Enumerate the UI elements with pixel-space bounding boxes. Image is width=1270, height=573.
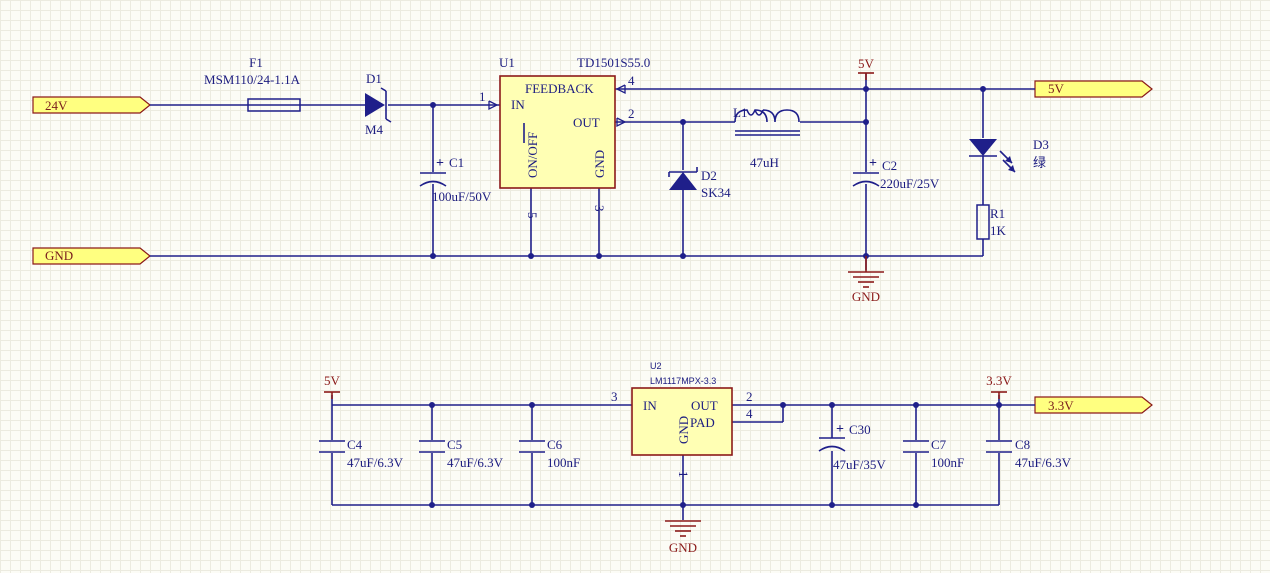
inductor-l1-value: 47uH (750, 155, 779, 170)
ic-u2-ref: U2 (650, 361, 662, 371)
power-5v-top-label: 5V (858, 56, 875, 71)
led-d3-value: 绿 (1033, 155, 1046, 170)
fuse-f1-value: MSM110/24-1.1A (204, 72, 301, 87)
capacitor-c30-ref: C30 (849, 422, 871, 437)
svg-text:+: + (436, 156, 444, 171)
capacitor-c5[interactable]: C5 47uF/6.3V (419, 437, 504, 470)
ic-u1-ref: U1 (499, 55, 515, 70)
power-gnd-bottom-label: GND (669, 540, 697, 555)
svg-text:+: + (869, 156, 877, 171)
resistor-r1-value: 1K (990, 223, 1007, 238)
junctions-top (430, 86, 986, 259)
power-5v-bottom-label: 5V (324, 373, 341, 388)
ic-u1-pin-onoff: ON/OFF (525, 132, 540, 178)
capacitor-c7-value: 100nF (931, 455, 964, 470)
capacitor-c6-value: 100nF (547, 455, 580, 470)
capacitor-c30[interactable]: + C30 47uF/35V (818, 422, 886, 472)
led-d3-ref: D3 (1033, 137, 1049, 152)
junctions-bottom (429, 402, 1002, 508)
capacitor-c8-value: 47uF/6.3V (1015, 455, 1072, 470)
ic-u1[interactable]: U1 TD1501S55.0 FEEDBACK IN OUT ON/OFF GN… (479, 55, 650, 219)
capacitor-c8-ref: C8 (1015, 437, 1030, 452)
ic-u2-pin-gnd: GND (676, 416, 691, 444)
capacitor-c1-ref: C1 (449, 155, 464, 170)
capacitor-c5-ref: C5 (447, 437, 462, 452)
ic-u1-pin4: 4 (628, 73, 635, 88)
ic-u2-pin-pad: PAD (690, 415, 715, 430)
power-gnd-top-label: GND (852, 289, 880, 304)
capacitor-c7-ref: C7 (931, 437, 947, 452)
ic-u2-part: LM1117MPX-3.3 (650, 376, 716, 386)
ic-u2-pin1: 1 (676, 471, 691, 478)
inductor-l1-ref: L1 (733, 105, 747, 120)
port-3v3-label: 3.3V (1048, 398, 1074, 413)
net-ports-top: 24V GND 5V 3.3V (32, 80, 1153, 414)
capacitor-c4[interactable]: C4 47uF/6.3V (319, 437, 404, 470)
ic-u1-pin-feedback: FEEDBACK (525, 81, 594, 96)
power-gnd-top: GND (848, 256, 884, 304)
resistor-r1[interactable]: R1 1K (976, 204, 1007, 240)
ic-u1-pin-out: OUT (573, 115, 600, 130)
diode-d2-ref: D2 (701, 168, 717, 183)
diode-d1-ref: D1 (366, 71, 382, 86)
resistor-r1-ref: R1 (990, 206, 1005, 221)
capacitor-c4-value: 47uF/6.3V (347, 455, 404, 470)
capacitor-c30-value: 47uF/35V (833, 457, 886, 472)
capacitor-c5-value: 47uF/6.3V (447, 455, 504, 470)
power-5v-top: 5V (858, 56, 875, 80)
port-3v3[interactable]: 3.3V (1034, 396, 1153, 414)
ic-u1-pin5: 5 (525, 212, 540, 219)
led-d3[interactable]: D3 绿 (969, 137, 1049, 173)
ic-u1-pin3: 3 (592, 205, 607, 212)
wires-bottom (331, 395, 1035, 520)
power-3v3-label: 3.3V (986, 373, 1012, 388)
capacitor-c2-value: 220uF/25V (880, 176, 940, 191)
port-gnd[interactable]: GND (32, 247, 151, 265)
port-gnd-label: GND (45, 248, 73, 263)
ic-u1-pin-gnd: GND (592, 150, 607, 178)
capacitor-c1-value: 100uF/50V (432, 189, 492, 204)
power-3v3: 3.3V (986, 373, 1012, 399)
diode-d2-value: SK34 (701, 185, 731, 200)
ic-u1-pin1: 1 (479, 89, 486, 104)
ic-u2-pin2: 2 (746, 389, 753, 404)
port-5v[interactable]: 5V (1034, 80, 1153, 98)
port-24v[interactable]: 24V (32, 96, 151, 114)
power-gnd-bottom: GND (665, 520, 701, 555)
diode-d2[interactable]: D2 SK34 (668, 167, 731, 200)
capacitor-c1[interactable]: + C1 100uF/50V (419, 155, 492, 204)
ic-u2-pin4: 4 (746, 406, 753, 421)
power-5v-bottom: 5V (324, 373, 341, 399)
port-24v-label: 24V (45, 98, 68, 113)
capacitor-c4-ref: C4 (347, 437, 363, 452)
ic-u1-pin2: 2 (628, 106, 635, 121)
capacitor-c6-ref: C6 (547, 437, 563, 452)
ic-u1-part: TD1501S55.0 (577, 55, 650, 70)
inductor-l1[interactable]: L1 47uH (733, 105, 800, 170)
ic-u1-pin-in: IN (511, 97, 525, 112)
diode-d1-value: M4 (365, 122, 384, 137)
svg-text:+: + (836, 422, 844, 437)
diode-d1[interactable]: D1 M4 (365, 71, 392, 137)
fuse-f1-ref: F1 (249, 55, 263, 70)
capacitor-c7[interactable]: C7 100nF (903, 437, 964, 470)
fuse-f1[interactable]: F1 MSM110/24-1.1A (204, 55, 301, 112)
capacitor-c8[interactable]: C8 47uF/6.3V (986, 437, 1072, 470)
capacitor-c2[interactable]: + C2 220uF/25V (852, 156, 940, 191)
ic-u2-pin-in: IN (643, 398, 657, 413)
capacitor-c6[interactable]: C6 100nF (519, 437, 580, 470)
ic-u2-pin-out: OUT (691, 398, 718, 413)
port-5v-label: 5V (1048, 81, 1065, 96)
ic-u2-pin3: 3 (611, 389, 618, 404)
capacitor-c2-ref: C2 (882, 158, 897, 173)
ic-u2[interactable]: U2 LM1117MPX-3.3 IN OUT PAD GND 3 2 4 1 (611, 361, 753, 478)
